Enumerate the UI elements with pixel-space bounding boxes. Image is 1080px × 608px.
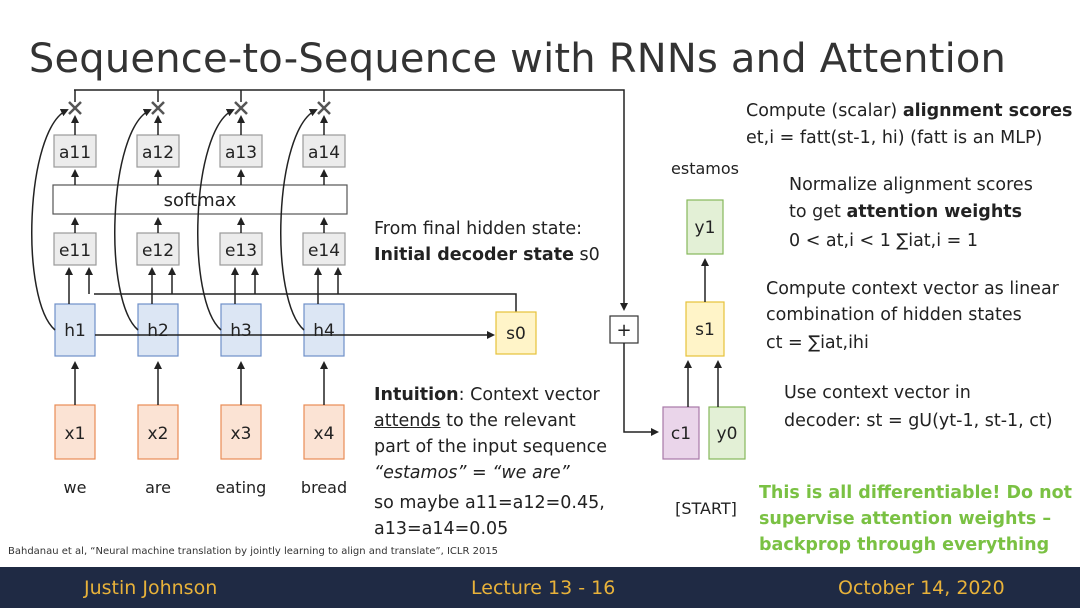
weight-box: [136, 134, 180, 168]
input-word: bread: [301, 478, 347, 497]
input-label: x3: [231, 424, 252, 444]
softmax-label: softmax: [164, 190, 237, 211]
input-word: eating: [216, 478, 267, 497]
ctx-line-1: Compute context vector as linear: [766, 279, 1059, 299]
final-hidden-note-2: Initial decoder state s0: [374, 242, 600, 268]
output-word: estamos: [671, 159, 739, 178]
s0-to-scores-line: [94, 293, 517, 314]
score-box: [219, 232, 263, 266]
y1-box: [686, 199, 724, 255]
input-word: are: [145, 478, 171, 497]
footer-author: Justin Johnson: [84, 577, 218, 599]
y0-label: y0: [717, 424, 738, 444]
weight-label: a12: [142, 143, 174, 163]
diff-line-3: backprop through everything: [759, 535, 1050, 555]
hidden-label: h1: [64, 321, 86, 341]
ctx-line-2: combination of hidden states: [766, 305, 1022, 325]
intuition-text-1: : Context vector: [458, 385, 600, 405]
hidden-box: [137, 303, 179, 357]
intuition-line-3: part of the input sequence: [374, 437, 608, 457]
input-word: we: [64, 478, 87, 497]
align-text: Compute (scalar): [746, 101, 898, 121]
footer-date: October 14, 2020: [838, 577, 1005, 599]
intuition-text-2: to the relevant: [440, 411, 576, 431]
c1-box: [662, 406, 700, 460]
weight-label: a14: [308, 143, 340, 163]
align-bold: alignment scores: [902, 101, 1073, 121]
hidden-box: [54, 303, 96, 357]
final-hidden-symbol: s0: [579, 245, 600, 265]
score-label: e12: [142, 241, 174, 261]
score-box: [302, 232, 346, 266]
footer-bar: Justin Johnson Lecture 13 - 16 October 1…: [0, 567, 1080, 608]
intuition-line-4: “estamos” = “we are”: [374, 463, 570, 483]
plus-to-c1-line: [623, 343, 659, 436]
diff-line-2: supervise attention weights –: [759, 509, 1052, 529]
final-hidden-note-1: From final hidden state:: [374, 219, 583, 239]
hidden-label: h2: [147, 321, 169, 341]
weight-label: a11: [59, 143, 91, 163]
multiply-icon: [68, 101, 82, 115]
multiply-icon: [317, 101, 331, 115]
s1-box: [685, 301, 725, 357]
s1-label: s1: [695, 320, 715, 340]
hidden-to-multiply-curve: [280, 108, 318, 331]
s0-label: s0: [506, 324, 526, 344]
intuition-underlined: attends: [374, 411, 441, 431]
y1-label: y1: [695, 218, 716, 238]
use-line-1: Use context vector in: [784, 383, 971, 403]
norm-line-1: Normalize alignment scores: [789, 175, 1033, 195]
score-label: e13: [225, 241, 257, 261]
c1-label: c1: [671, 424, 691, 444]
use-line-2: decoder: st = gU(yt-1, st-1, ct): [784, 411, 1053, 431]
hidden-label: h4: [313, 321, 335, 341]
footer-lecture: Lecture 13 - 16: [471, 577, 616, 599]
score-label: e14: [308, 241, 340, 261]
seq2seq-attention-diagram: softmax x1 we h1 e11 a11 x2 are h2 e12 a12 x3 eatin…: [31, 89, 746, 518]
input-box: [137, 404, 179, 460]
norm-line-2: to get attention weights: [789, 199, 1022, 225]
intuition-line-1: Intuition: Context vector: [374, 382, 600, 408]
start-token: [START]: [675, 499, 737, 518]
norm-line-3: 0 < at,i < 1 ∑iat,i = 1: [789, 231, 979, 251]
input-label: x2: [148, 424, 169, 444]
weight-box: [302, 134, 346, 168]
intuition-line-6: a13=a14=0.05: [374, 519, 509, 539]
weight-label: a13: [225, 143, 257, 163]
input-label: x4: [314, 424, 335, 444]
align-line-2: et,i = fatt(st-1, hi) (fatt is an MLP): [746, 128, 1043, 148]
hidden-box: [303, 303, 345, 357]
intuition-bold: Intuition: [374, 385, 459, 405]
hidden-to-multiply-curve: [114, 108, 152, 331]
input-box: [303, 404, 345, 460]
input-label: x1: [65, 424, 86, 444]
context-top-line: [74, 89, 628, 311]
citation: Bahdanau et al, “Neural machine translat…: [8, 546, 499, 557]
norm-bold: attention weights: [846, 202, 1023, 222]
final-hidden-bold: Initial decoder state: [374, 245, 574, 265]
norm-text: to get: [789, 202, 841, 222]
y0-box: [708, 406, 746, 460]
multiply-icon: [151, 101, 165, 115]
hidden-to-multiply-curve: [197, 108, 235, 331]
intuition-line-5: so maybe a11=a12=0.45,: [374, 493, 605, 513]
diff-line-1: This is all differentiable! Do not: [759, 483, 1072, 503]
ctx-line-3: ct = ∑iat,ihi: [766, 333, 869, 353]
score-label: e11: [59, 241, 91, 261]
score-box: [136, 232, 180, 266]
plus-label: +: [616, 320, 631, 341]
s0-box: [495, 311, 537, 355]
hidden-label: h3: [230, 321, 252, 341]
hidden-to-multiply-curve: [31, 108, 69, 331]
slide-title: Sequence-to-Sequence with RNNs and Atten…: [28, 36, 1007, 82]
multiply-icon: [234, 101, 248, 115]
weight-box: [53, 134, 97, 168]
align-line-1: Compute (scalar) alignment scores: [746, 98, 1072, 124]
plus-box: [609, 315, 639, 344]
intuition-line-2: attends to the relevant: [374, 408, 576, 434]
